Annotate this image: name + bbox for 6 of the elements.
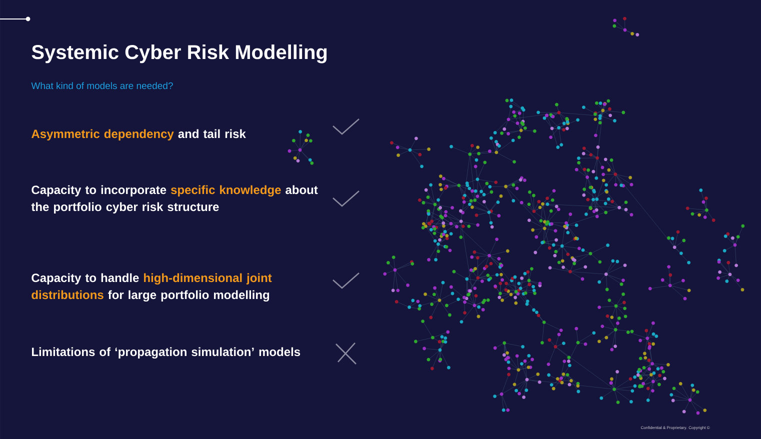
title: Systemic Cyber Risk Modelling (32, 44, 327, 64)
bullet-text: Capacity to handle high-dimensional joint distributions for large portfolio modelling (32, 273, 272, 302)
bullet-text: Asymmetric dependency and tail risk (32, 129, 246, 140)
bullet-text: Limitations of ‘propagation simulation’ models (32, 347, 300, 359)
subtitle: What kind of models are needed? (31, 82, 173, 90)
bullet-text: Capacity to incorporate specific knowledge about the portfolio cyber risk structure (31, 185, 318, 214)
